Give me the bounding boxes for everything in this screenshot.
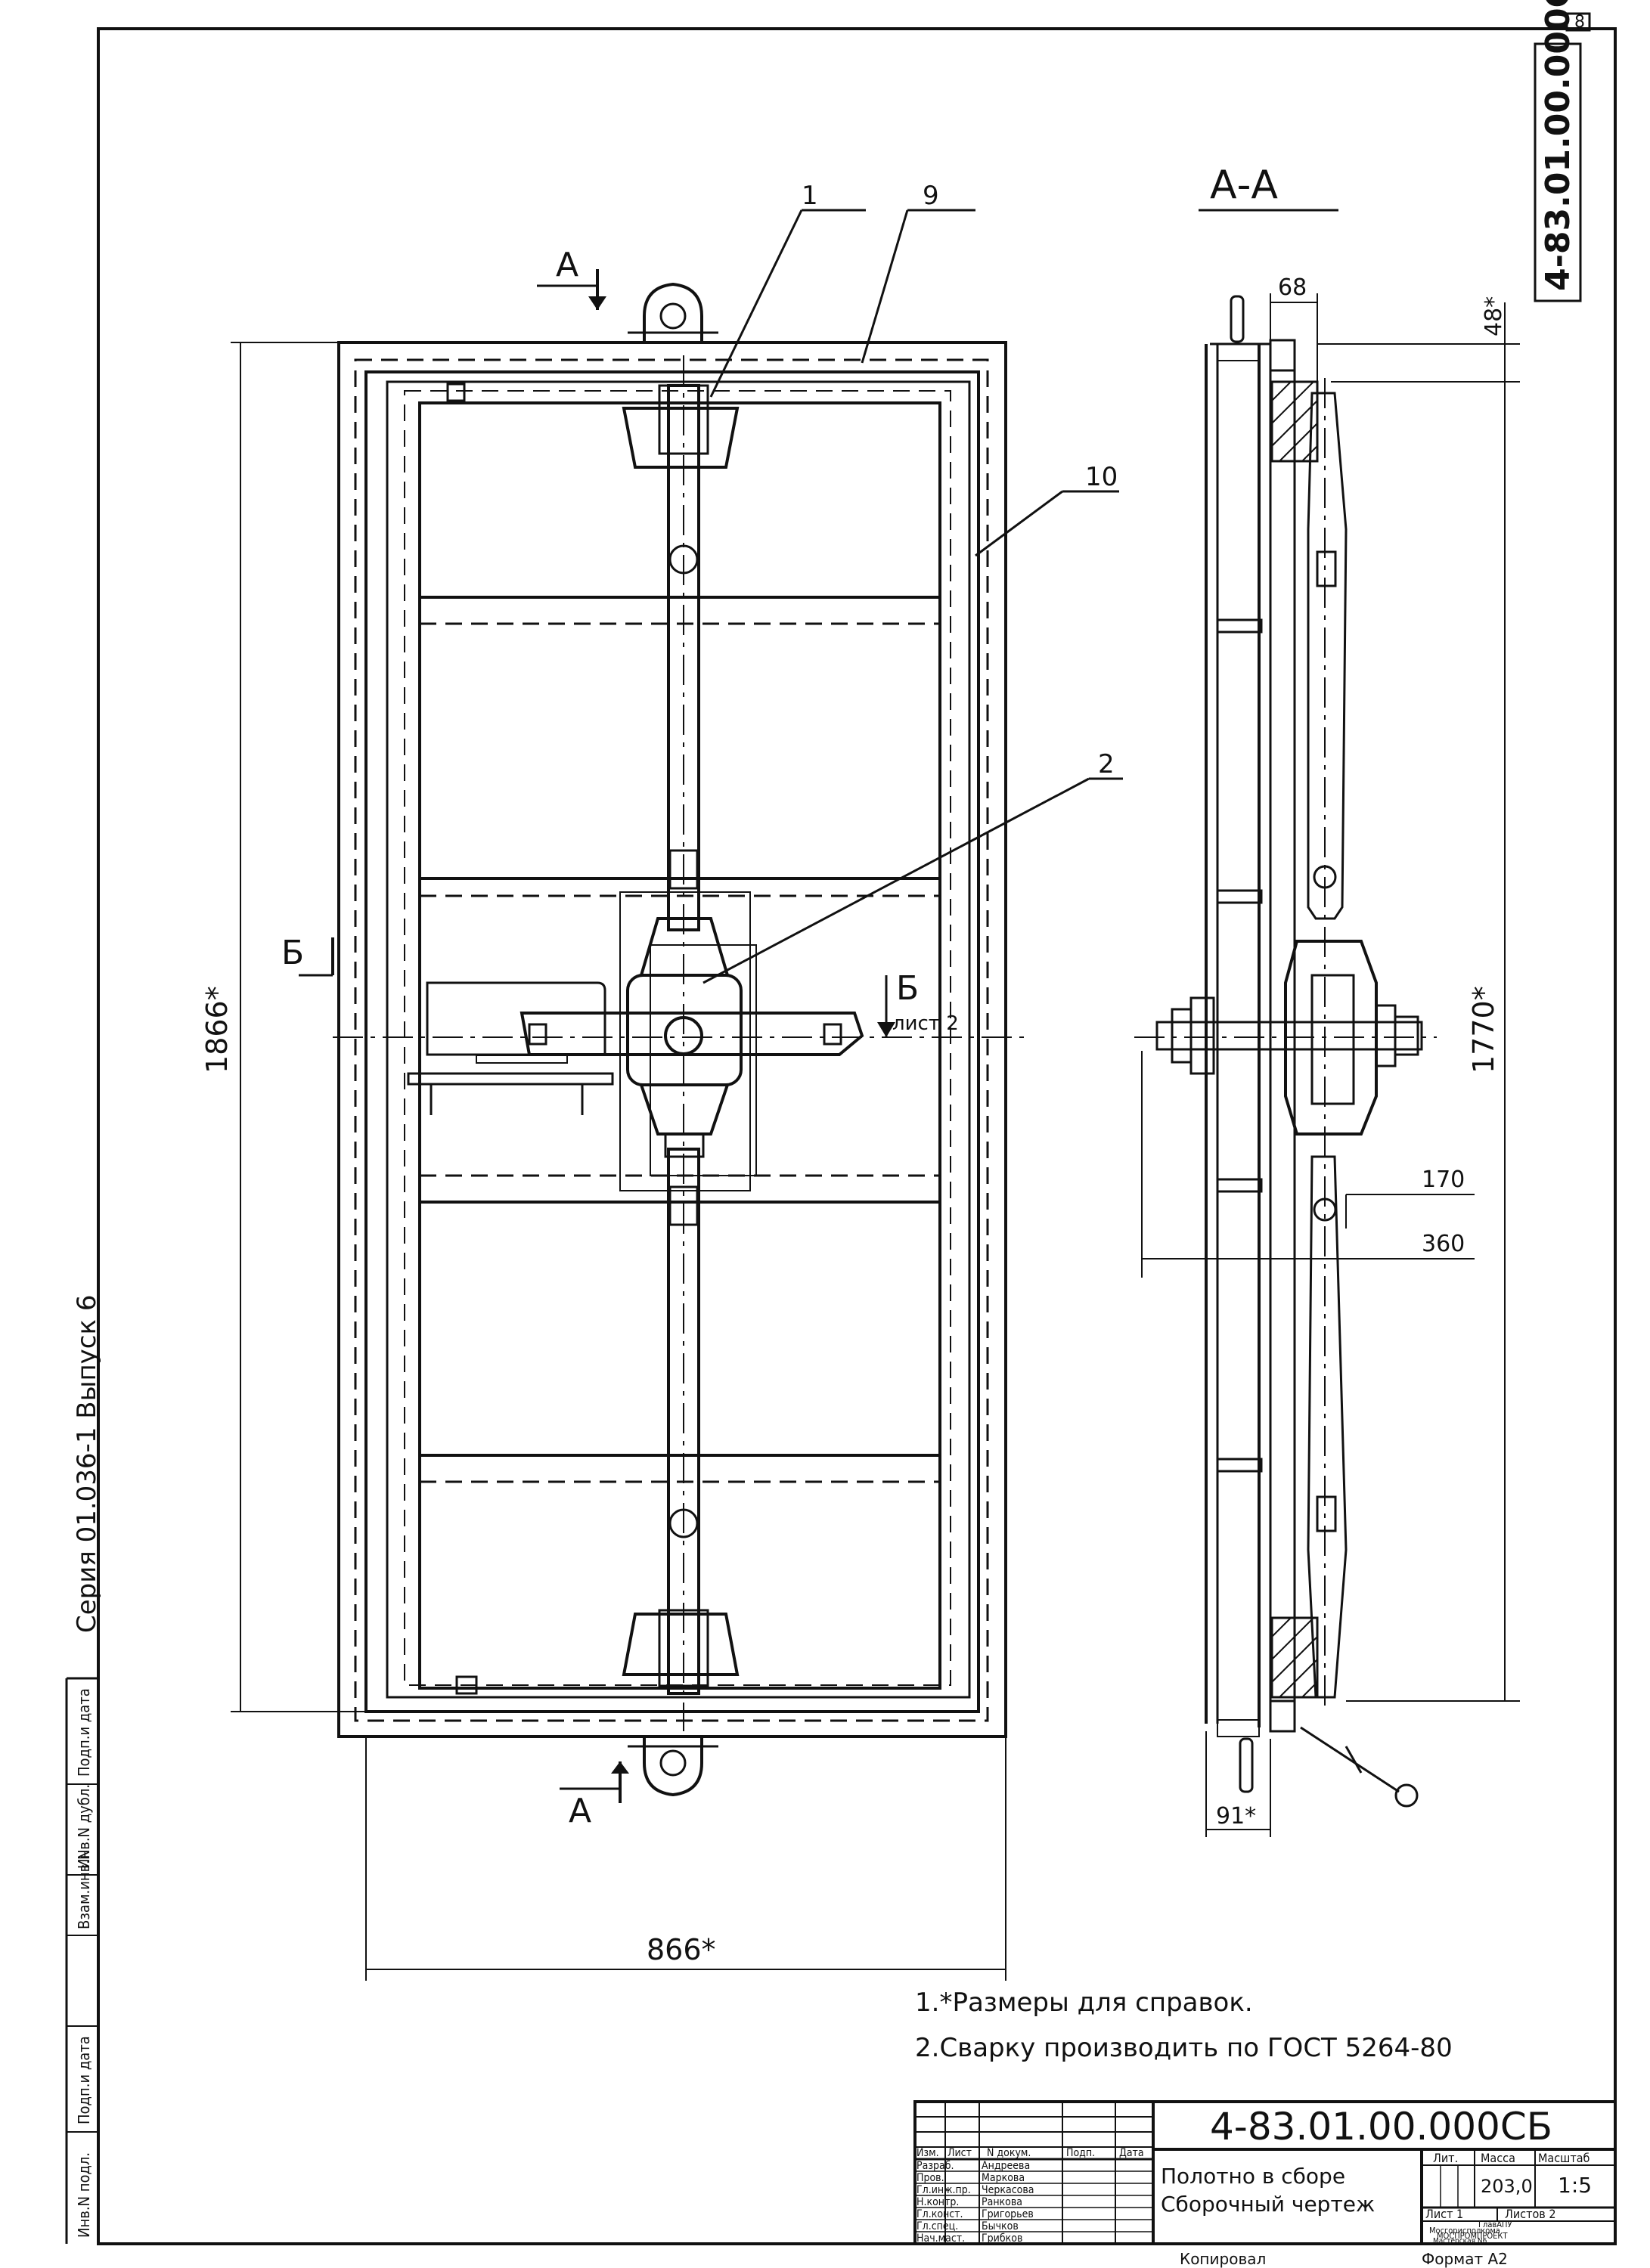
tb-name-0: Андреева — [982, 2160, 1030, 2172]
note-1: 1.*Размеры для справок. — [915, 1988, 1253, 2018]
tb-name-6: Грибков — [982, 2232, 1022, 2245]
tb-col-date: Дата — [1119, 2147, 1144, 2159]
dim-91: 91* — [1216, 1803, 1256, 1830]
section-mark-b-right-sub: лист 2 — [892, 1012, 959, 1035]
dim-360: 360 — [1422, 1231, 1465, 1257]
title-block: Изм. Лист N докум. Подп. Дата Разраб. Ан… — [913, 2100, 1617, 2245]
leaders: 1 9 10 2 — [702, 181, 1123, 984]
section-mark-a-top: А — [556, 246, 578, 284]
rotated-drawing-code: 4-83.01.00.000СБ — [1539, 0, 1577, 291]
tb-org-1: ГлавАПУ — [1478, 2220, 1512, 2229]
tb-title-2: Сборочный чертеж — [1161, 2192, 1375, 2217]
section-marks: А А Б Б лист 2 — [281, 246, 959, 1830]
tb-col-doc: N докум. — [987, 2147, 1031, 2159]
tb-col-sign: Подп. — [1066, 2147, 1095, 2159]
front-view — [333, 282, 1028, 1797]
section-view: А-А — [1134, 163, 1437, 1808]
stamp-label-sign-date-2: Подп.и дата — [75, 1688, 93, 1777]
footer-format: Формат А2 — [1422, 2250, 1508, 2268]
tb-role-5: Гл.спец. — [916, 2220, 958, 2232]
footer-copied: Копировал — [1180, 2250, 1266, 2268]
stamp-label-sign-date: Подп.и дата — [75, 2036, 93, 2124]
tb-org-2: Мосгорисполкома — [1429, 2226, 1500, 2235]
sheet-frame: 8 — [97, 12, 1617, 2245]
section-mark-a-bottom: А — [569, 1792, 591, 1830]
series-text: Серия 01.036-1 Выпуск 6 — [72, 1295, 102, 1633]
side-column: Подп.и дата Инв.N дубл. Взам.инв.N Подп.… — [65, 1295, 102, 2244]
tb-mass-label: Масса — [1481, 2151, 1515, 2165]
tb-role-0: Разраб. — [916, 2160, 954, 2172]
leader-1: 1 — [802, 181, 818, 211]
stamp-label-orig-inv: Инв.N подл. — [75, 2152, 93, 2238]
tb-role-2: Гл.инж.пр. — [916, 2184, 971, 2196]
dim-170: 170 — [1422, 1167, 1465, 1193]
dim-height-left: 1866* — [200, 986, 234, 1074]
tb-name-1: Маркова — [982, 2172, 1025, 2184]
dim-48: 48* — [1481, 296, 1507, 336]
tb-role-6: Нач.маст. — [916, 2232, 965, 2245]
section-mark-b-left: Б — [281, 934, 304, 972]
tb-col-list: Лист — [948, 2147, 972, 2159]
tb-sheet-label: Лист 1 — [1425, 2207, 1463, 2221]
dim-68: 68 — [1278, 274, 1307, 301]
tb-name-5: Бычков — [982, 2220, 1019, 2232]
tb-org-3: МОСПРОМПРОЕКТ — [1437, 2231, 1508, 2241]
footer: Копировал Формат А2 — [1180, 2250, 1508, 2268]
dim-width-bottom: 866* — [647, 1933, 716, 1966]
section-dimensions: 68 48* 1770* 170 360 91* — [1141, 274, 1520, 1837]
hatch-bottom — [1271, 1617, 1318, 1698]
stamp-label-dup-inv: Инв.N дубл. — [75, 1784, 93, 1869]
section-label-aa: А-А — [1210, 163, 1278, 208]
front-dimensions: 1866* 866* — [200, 342, 1006, 1981]
tb-scale-label: Масштаб — [1538, 2151, 1590, 2165]
tb-title-1: Полотно в сборе — [1161, 2164, 1345, 2189]
tb-name-3: Ранкова — [982, 2196, 1022, 2208]
tb-role-4: Гл.конст. — [916, 2208, 963, 2220]
section-mark-b-right: Б — [896, 969, 919, 1008]
leader-9: 9 — [923, 181, 939, 211]
tb-lit-label: Лит. — [1433, 2151, 1458, 2165]
tb-drawing-code: 4-83.01.00.000СБ — [1210, 2105, 1552, 2149]
tb-sheets-label: Листов 2 — [1505, 2207, 1556, 2221]
leader-2: 2 — [1098, 749, 1115, 779]
tb-scale-value: 1:5 — [1558, 2173, 1592, 2198]
tb-org-4: Мастерская N6 — [1433, 2237, 1487, 2245]
tb-col-izm: Изм. — [916, 2147, 939, 2159]
sheet-number: 8 — [1574, 13, 1585, 32]
leader-10: 10 — [1085, 462, 1118, 492]
tb-name-4: Григорьев — [982, 2208, 1034, 2220]
notes: 1.*Размеры для справок. 2.Сварку произво… — [915, 1988, 1453, 2063]
note-2: 2.Сварку производить по ГОСТ 5264-80 — [915, 2033, 1453, 2063]
tb-role-3: Н.контр. — [916, 2196, 959, 2208]
tb-name-2: Черкасова — [982, 2184, 1034, 2196]
tb-mass-value: 203,0 — [1481, 2176, 1533, 2197]
dim-1770: 1770* — [1467, 986, 1500, 1074]
stamp-label-replace-inv: Взам.инв.N — [75, 1850, 93, 1929]
tb-role-1: Пров. — [916, 2172, 944, 2184]
rotated-code-box: 4-83.01.00.000СБ — [1534, 0, 1582, 302]
